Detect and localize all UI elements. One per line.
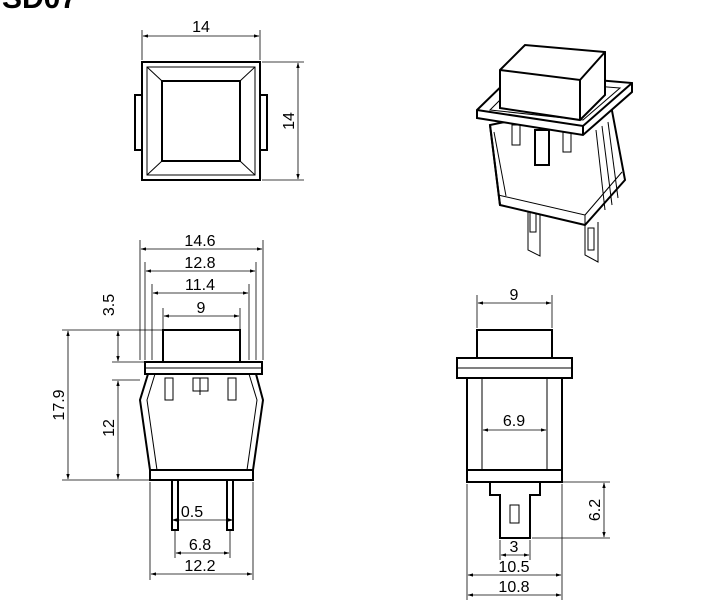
side-dim-3: 3 bbox=[510, 539, 519, 556]
side-dim-10-8: 10.8 bbox=[498, 579, 529, 596]
front-dim-14-6: 14.6 bbox=[184, 233, 215, 250]
side-view: 9 6.9 6.2 3 10.5 10.8 bbox=[456, 287, 610, 600]
front-view: 14.6 12.8 11.4 9 3.5 17.9 12 0.5 6.8 bbox=[51, 233, 265, 580]
front-dim-12: 12 bbox=[101, 419, 118, 437]
side-dim-9: 9 bbox=[510, 287, 519, 304]
front-dim-6-8: 6.8 bbox=[189, 537, 211, 554]
front-dim-0-5: 0.5 bbox=[181, 504, 203, 521]
front-dim-12-8: 12.8 bbox=[184, 255, 215, 272]
front-dim-12-2: 12.2 bbox=[184, 558, 215, 575]
side-dim-6-2: 6.2 bbox=[587, 499, 604, 521]
front-dim-9: 9 bbox=[197, 300, 206, 317]
top-width-label: 14 bbox=[192, 19, 210, 36]
isometric-view bbox=[476, 43, 633, 263]
drawing-title: SD07 bbox=[2, 0, 77, 15]
side-dim-6-9: 6.9 bbox=[503, 413, 525, 430]
top-view: 14 14 bbox=[134, 19, 304, 181]
front-dim-3-5: 3.5 bbox=[101, 294, 118, 316]
side-dim-10-5: 10.5 bbox=[498, 559, 529, 576]
front-dim-11-4: 11.4 bbox=[185, 277, 215, 294]
top-height-label: 14 bbox=[281, 112, 298, 130]
front-dim-17-9: 17.9 bbox=[51, 389, 68, 420]
